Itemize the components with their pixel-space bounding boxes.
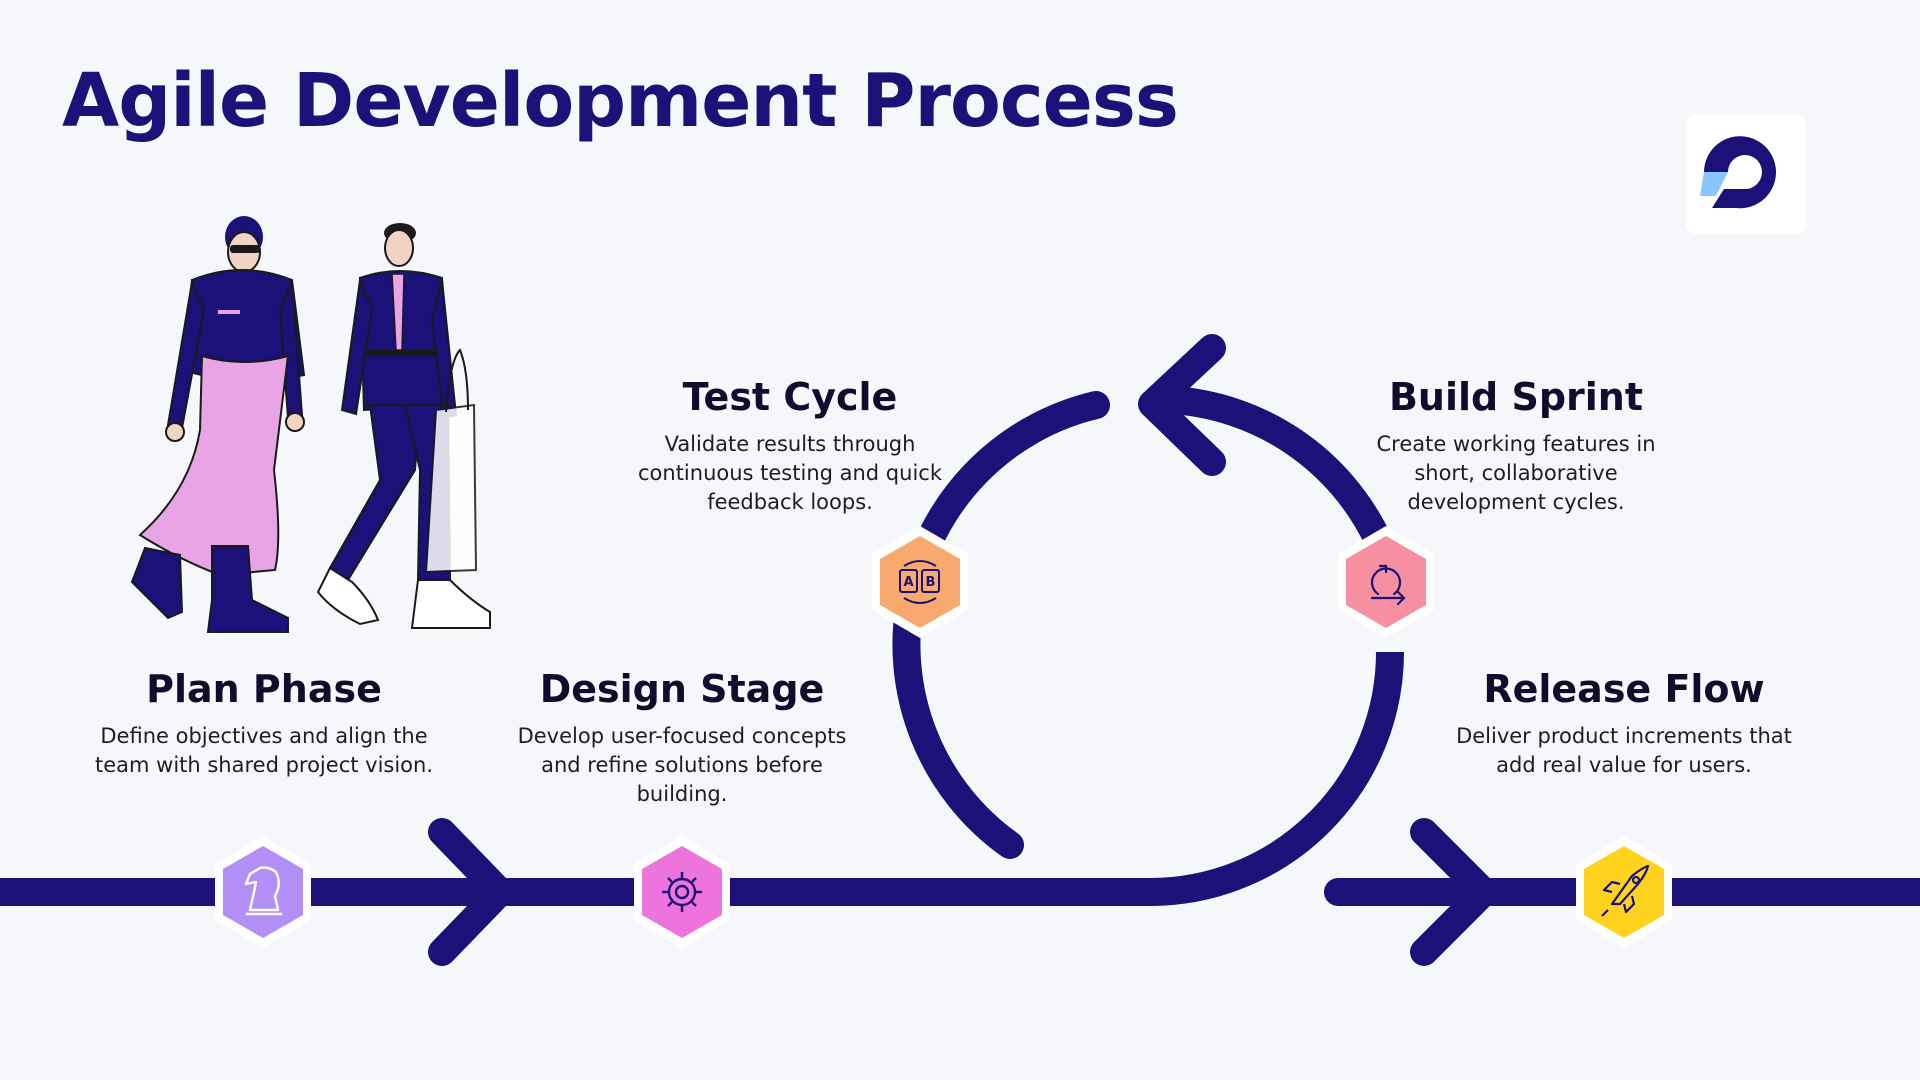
stage-test-title: Test Cycle: [682, 375, 898, 419]
plan-node: [215, 836, 311, 948]
test-node: A B: [872, 526, 968, 638]
stage-design: Design Stage Develop user-focused concep…: [512, 667, 852, 809]
stage-plan-description: Define objectives and align the team wit…: [94, 723, 434, 777]
rocket-icon: [1601, 864, 1650, 917]
brand-logo: [1686, 114, 1806, 234]
svg-text:A: A: [903, 575, 913, 590]
page-title: Agile Development Process: [62, 58, 1179, 144]
stage-build-title: Build Sprint: [1388, 375, 1644, 419]
sprint-loop-icon: [1370, 564, 1406, 606]
stage-plan: Plan Phase Define objectives and align t…: [94, 667, 434, 780]
stage-design-description: Develop user-focused concepts and refine…: [517, 723, 847, 806]
chess-knight-icon: [244, 866, 282, 916]
build-node: [1338, 526, 1434, 638]
stage-build: Build Sprint Create working features in …: [1346, 375, 1686, 517]
stage-test: Test Cycle Validate results through cont…: [620, 375, 960, 517]
stage-release-title: Release Flow: [1483, 667, 1765, 711]
stage-build-description: Create working features in short, collab…: [1376, 431, 1656, 514]
arrow-head-loop-back: [1138, 334, 1226, 476]
gear-icon: [662, 872, 702, 912]
arrow-head-to-release: [1410, 818, 1498, 966]
flow-loop-arc-top: [1158, 386, 1392, 554]
woman-figure: [130, 216, 306, 633]
flow-line-left: [0, 651, 1404, 906]
man-figure: [316, 223, 491, 629]
stage-design-title: Design Stage: [539, 667, 825, 711]
svg-text:B: B: [926, 575, 936, 590]
stage-release: Release Flow Deliver product increments …: [1454, 667, 1794, 780]
stage-plan-title: Plan Phase: [146, 667, 382, 711]
design-node: [634, 836, 730, 948]
stage-release-description: Deliver product increments that add real…: [1456, 723, 1792, 777]
ab-test-icon: A B: [899, 560, 940, 604]
stage-test-description: Validate results through continuous test…: [637, 431, 942, 514]
arrow-head-plan-to-design: [428, 818, 514, 966]
team-illustration: [130, 216, 491, 633]
release-node: [1576, 836, 1672, 948]
